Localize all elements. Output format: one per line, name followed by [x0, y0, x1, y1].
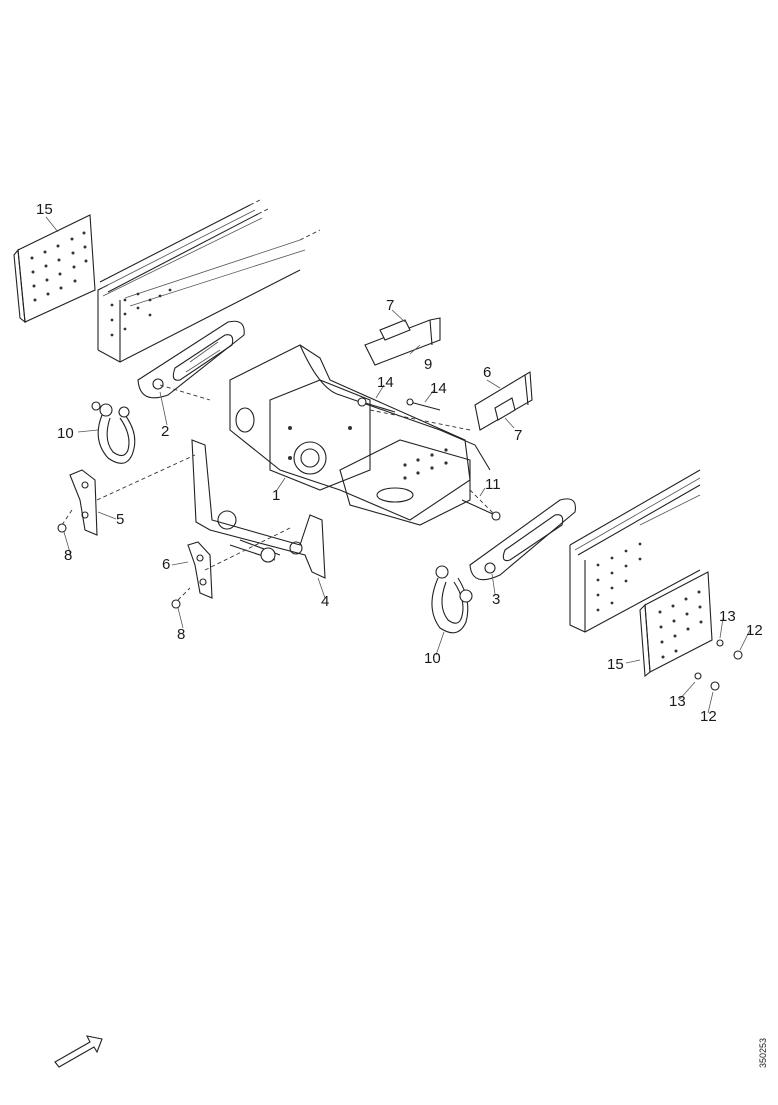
label-15-left: 15: [36, 201, 53, 218]
bracket-6-left: [187, 541, 213, 599]
label-6-left: 6: [162, 556, 171, 573]
bolt-11: [461, 499, 501, 521]
label-10-left: 10: [57, 425, 74, 442]
nut-12-a: [733, 650, 743, 660]
shackle-10-left: [91, 401, 136, 464]
label-13-b: 13: [669, 693, 686, 710]
arrow-icon: [54, 1035, 103, 1068]
label-12-b: 12: [700, 708, 717, 725]
label-1: 1: [272, 487, 281, 504]
label-11: 11: [485, 476, 501, 493]
bolt-14-a: [357, 397, 396, 413]
bolt-14-b: [406, 398, 441, 411]
frame-rail-right: [569, 469, 701, 633]
label-14-b: 14: [430, 380, 447, 397]
bolt-8-upper: [57, 523, 67, 533]
label-13-a: 13: [719, 608, 736, 625]
nut-12-b: [710, 681, 720, 691]
washer-13-a: [716, 639, 724, 647]
frame-rail-left: [97, 199, 321, 363]
label-5: 5: [116, 511, 125, 528]
label-8-lower: 8: [177, 626, 186, 643]
bracket-7-6-right: [474, 371, 533, 431]
document-code: 350253: [758, 1037, 768, 1068]
tow-eye-2: [137, 320, 245, 399]
plate-15-left: [13, 214, 96, 324]
label-2: 2: [161, 423, 170, 440]
label-6-right: 6: [483, 364, 492, 381]
bracket-7-9-upper: [364, 317, 441, 366]
bracket-4: [191, 439, 326, 579]
label-7-right: 7: [514, 427, 523, 444]
label-4: 4: [321, 593, 330, 610]
label-10-right: 10: [424, 650, 441, 667]
shackle-10-right: [431, 565, 473, 634]
tow-eye-3: [469, 498, 576, 581]
bracket-5: [69, 469, 98, 536]
plate-15-right: [639, 571, 713, 678]
label-15-right: 15: [607, 656, 624, 673]
crossmember-1: [229, 344, 491, 526]
label-7-upper: 7: [386, 297, 395, 314]
label-12-a: 12: [746, 622, 763, 639]
label-8-upper: 8: [64, 547, 73, 564]
washer-13-b: [694, 672, 702, 680]
label-3: 3: [492, 591, 501, 608]
label-9: 9: [424, 356, 433, 373]
label-14-a: 14: [377, 374, 394, 391]
bolt-8-lower: [171, 599, 181, 609]
